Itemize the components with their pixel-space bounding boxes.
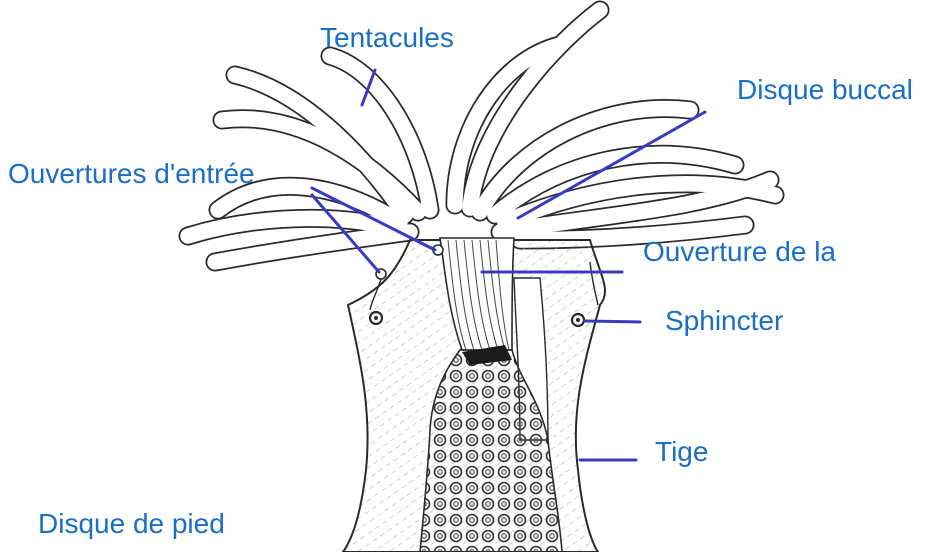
label-sphincter: Sphincter xyxy=(665,305,783,337)
tentacles xyxy=(188,10,775,262)
label-disque-buccal: Disque buccal xyxy=(737,74,913,106)
label-tentacules: Tentacules xyxy=(320,22,454,54)
label-disque-pied: Disque de pied xyxy=(38,508,225,540)
leader-sphincter xyxy=(585,321,640,322)
label-ouvertures-entree: Ouvertures d'entrée xyxy=(8,158,255,190)
label-ouverture-de-la: Ouverture de la xyxy=(643,236,836,268)
label-tige: Tige xyxy=(655,436,708,468)
